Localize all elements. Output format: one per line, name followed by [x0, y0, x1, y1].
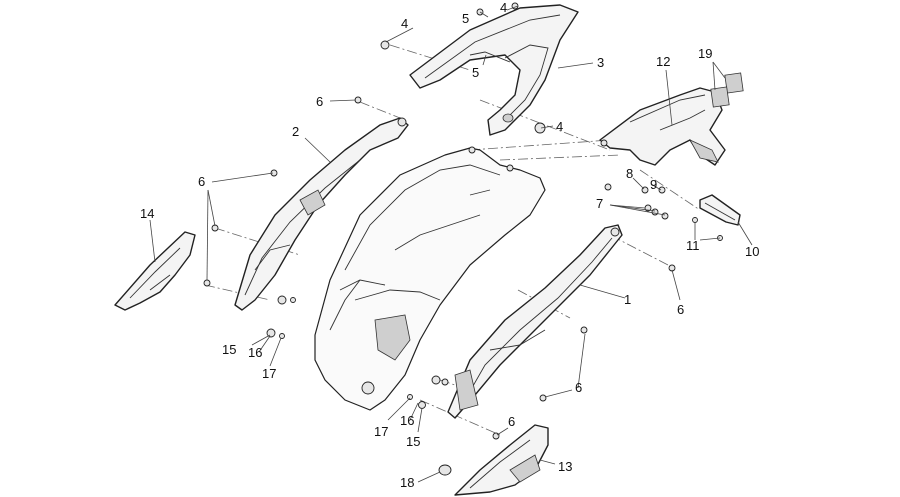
label-part-6-e: 6	[508, 414, 515, 429]
label-part-4-top-left: 4	[401, 16, 408, 31]
label-part-17-center: 17	[374, 424, 388, 439]
label-part-18: 18	[400, 475, 414, 490]
label-part-19: 19	[698, 46, 712, 61]
label-part-5-top: 5	[462, 11, 469, 26]
label-part-6-a: 6	[316, 94, 323, 109]
callout-labels: 1 2 3 4 4 4 5 5 6 6 6 6 6 7 17 17 8 9 10…	[140, 0, 759, 490]
label-part-12: 12	[656, 54, 670, 69]
label-part-15-center: 15	[406, 434, 420, 449]
grab-rail-part-3	[409, 4, 579, 136]
rear-fender	[314, 146, 546, 411]
label-part-11: 11	[686, 238, 700, 253]
label-part-13: 13	[558, 459, 572, 474]
label-part-6-d: 6	[575, 380, 582, 395]
right-support-part-1	[447, 224, 623, 419]
label-part-8: 8	[626, 166, 633, 181]
label-part-5-mid: 5	[472, 65, 479, 80]
right-side-panel-part-13	[454, 424, 549, 496]
label-part-15-left: 15	[222, 342, 236, 357]
label-part-2: 2	[292, 124, 299, 139]
label-part-14: 14	[140, 206, 154, 221]
label-part-17-left: 17	[262, 366, 276, 381]
label-part-6-b: 6	[198, 174, 205, 189]
label-part-4-top: 4	[500, 0, 507, 15]
label-part-6-c: 6	[677, 302, 684, 317]
label-part-4-right: 4	[556, 119, 563, 134]
bracket-part-10	[699, 194, 741, 226]
label-part-1: 1	[624, 292, 631, 307]
label-part-9: 9	[650, 177, 657, 192]
label-part-7: 7	[596, 196, 603, 211]
left-support-part-2	[234, 117, 409, 311]
label-part-16-left: 16	[248, 345, 262, 360]
reflectors-part-19	[710, 72, 744, 108]
license-bracket-part-12	[599, 87, 726, 166]
leader-lines	[149, 5, 753, 483]
label-part-10: 10	[745, 244, 759, 259]
label-part-3: 3	[597, 55, 604, 70]
label-part-16-center: 16	[400, 413, 414, 428]
left-side-panel-part-14	[114, 231, 196, 311]
